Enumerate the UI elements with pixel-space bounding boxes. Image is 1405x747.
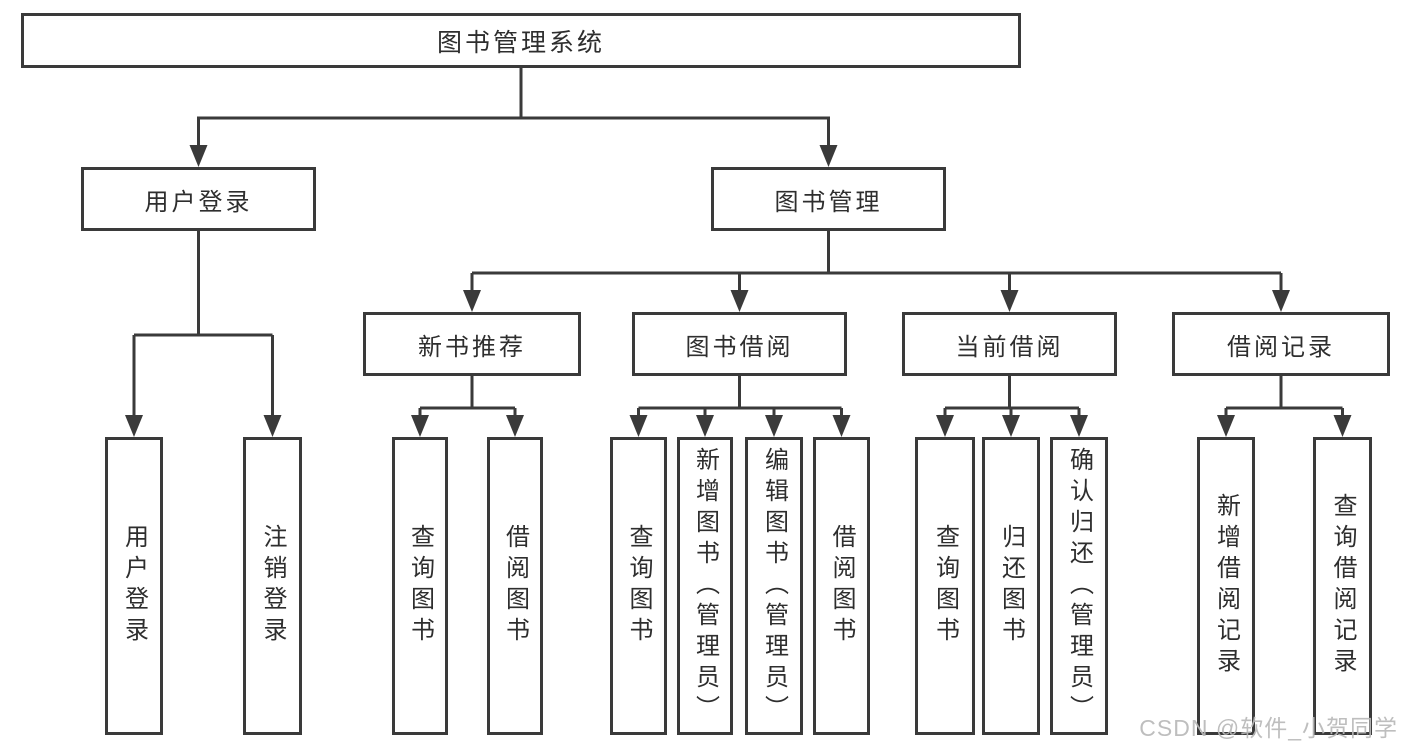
csdn-watermark: CSDN @软件_小贺同学 (1139, 715, 1398, 741)
connector-root-to-level2 (197, 68, 830, 147)
leaf-current-return-books: 归还图书 (982, 437, 1040, 735)
node-book-borrow: 图书借阅 (632, 312, 847, 376)
leaf-records-query-record: 查询借阅记录 (1313, 437, 1372, 735)
leaf-borrow-add-books-admin: 新增图书（管理员） (677, 437, 733, 735)
arrow-icon (1333, 415, 1352, 437)
arrow-icon (1000, 290, 1019, 312)
node-book-management: 图书管理 (711, 167, 946, 231)
leaf-user-login: 用户登录 (105, 437, 163, 735)
leaf-records-add-record: 新增借阅记录 (1197, 437, 1255, 735)
arrowheads (125, 145, 1352, 437)
node-system-root: 图书管理系统 (21, 13, 1021, 68)
arrow-icon (936, 415, 954, 437)
connector-mgmt-to-level3 (470, 231, 1283, 292)
arrow-icon (1070, 415, 1088, 437)
leaf-current-confirm-return-admin: 确认归还（管理员） (1050, 437, 1108, 735)
arrow-icon (765, 415, 783, 437)
arrow-icon (819, 145, 838, 167)
arrow-icon (125, 415, 143, 437)
arrow-icon (411, 415, 429, 437)
arrow-icon (189, 145, 208, 167)
leaf-recommend-query-books: 查询图书 (392, 437, 448, 735)
node-user-login: 用户登录 (81, 167, 316, 231)
arrow-icon (506, 415, 524, 437)
arrow-icon (832, 415, 851, 437)
node-borrow-records: 借阅记录 (1172, 312, 1390, 376)
connector-recommend-to-leaves (418, 376, 517, 417)
arrow-icon (463, 290, 481, 312)
arrow-icon (1002, 415, 1020, 437)
leaf-current-query-books: 查询图书 (915, 437, 975, 735)
leaf-logout: 注销登录 (243, 437, 302, 735)
node-new-book-recommend: 新书推荐 (363, 312, 581, 376)
arrow-icon (696, 415, 714, 437)
arrow-icon (1217, 415, 1235, 437)
arrow-icon (730, 290, 749, 312)
leaf-borrow-borrow-books: 借阅图书 (813, 437, 870, 735)
leaf-borrow-edit-books-admin: 编辑图书（管理员） (745, 437, 803, 735)
connector-login-to-leaves (132, 231, 274, 417)
leaf-recommend-borrow-books: 借阅图书 (487, 437, 543, 735)
connector-records-to-leaves (1224, 376, 1344, 417)
node-current-borrow: 当前借阅 (902, 312, 1117, 376)
leaf-borrow-query-books: 查询图书 (610, 437, 667, 735)
arrow-icon (1272, 290, 1290, 312)
connector-current-to-leaves (943, 376, 1081, 417)
arrow-icon (263, 415, 282, 437)
connector-borrow-to-leaves (637, 376, 843, 417)
arrow-icon (629, 415, 648, 437)
